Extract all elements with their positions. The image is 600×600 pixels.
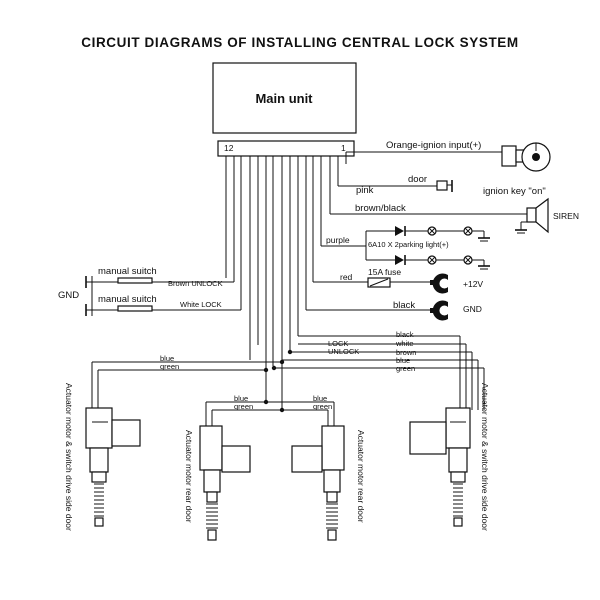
manual-switch-icon xyxy=(85,276,153,316)
manual-switch-unlock-label: manual suitch xyxy=(98,266,157,277)
parking-bulb-icon xyxy=(427,226,473,265)
manual-unlock-wire-label: Brown UNLOCK xyxy=(168,279,223,288)
door-label: door xyxy=(408,174,427,185)
door-wire-label: pink xyxy=(356,185,374,196)
parking-wire-label: purple xyxy=(326,235,350,245)
rear1-blue-label: blue xyxy=(234,394,248,403)
left-actuator-wires xyxy=(91,361,282,410)
siren-wire-label: brown/black xyxy=(355,203,406,214)
battery-clamp-icon xyxy=(430,273,448,294)
actuator-left-icon xyxy=(85,407,141,527)
ground-clamp-icon xyxy=(430,300,448,321)
main-unit-label: Main unit xyxy=(255,91,313,106)
fuse-icon xyxy=(367,277,391,288)
siren-label: SIREN xyxy=(553,211,579,221)
left-green-label: green xyxy=(160,362,179,371)
main-unit-box xyxy=(212,62,357,134)
actuator-right-label: Actuator motor & switch drive side door xyxy=(480,383,490,531)
bus-color-black: black xyxy=(396,330,414,339)
ground-wire-label: black xyxy=(393,300,415,311)
connector-strip xyxy=(217,140,355,157)
ground-label: GND xyxy=(463,304,482,314)
ignition-key-label: ignion key "on" xyxy=(483,186,546,197)
bus-color-blue: blue xyxy=(396,356,410,365)
fuse-label: 15A fuse xyxy=(368,267,401,277)
bus-color-brown: brown xyxy=(396,348,416,357)
ground-symbol-icon xyxy=(478,231,490,270)
manual-switch-lock-label: manual suitch xyxy=(98,294,157,305)
junction-dots xyxy=(263,349,293,413)
pin-12-label: 12 xyxy=(224,143,234,153)
bus-wires xyxy=(274,300,485,410)
bus-color-white: white xyxy=(395,339,414,348)
ignition-wire-label: Orange-ignion input(+) xyxy=(386,140,481,151)
bus-unlock-label: UNLOCK xyxy=(328,347,359,356)
bus-lock-label: LOCK xyxy=(328,339,348,348)
power-label: +12V xyxy=(463,279,483,289)
actuator-right-icon xyxy=(409,407,471,527)
pin-1-label: 1 xyxy=(341,143,346,153)
diagram-title: CIRCUIT DIAGRAMS OF INSTALLING CENTRAL L… xyxy=(81,35,519,50)
left-blue-label: blue xyxy=(160,354,174,363)
siren-icon xyxy=(515,197,549,234)
ignition-key-icon xyxy=(501,142,551,172)
rear2-green-label: green xyxy=(313,402,332,411)
parking-light-label: 6A10 X 2parking light(+) xyxy=(368,240,449,249)
manual-lock-wire-label: White LOCK xyxy=(180,300,222,309)
rear2-blue-label: blue xyxy=(313,394,327,403)
actuator-rear2-icon xyxy=(291,425,345,541)
actuator-rear2-label: Actuator motor rear door xyxy=(356,430,366,523)
actuator-rear1-label: Actuator motor rear door xyxy=(184,430,194,523)
rear1-green-label: green xyxy=(234,402,253,411)
actuator-rear1-icon xyxy=(199,425,251,541)
bus-color-green: green xyxy=(396,364,415,373)
door-switch-icon xyxy=(436,180,453,192)
rear-actuator-wires xyxy=(205,362,335,428)
harness-wires xyxy=(225,156,347,368)
power-wire-label: red xyxy=(340,272,353,282)
actuator-left-label: Actuator motor & switch drive side door xyxy=(64,383,74,531)
manual-gnd-label: GND xyxy=(58,290,79,301)
